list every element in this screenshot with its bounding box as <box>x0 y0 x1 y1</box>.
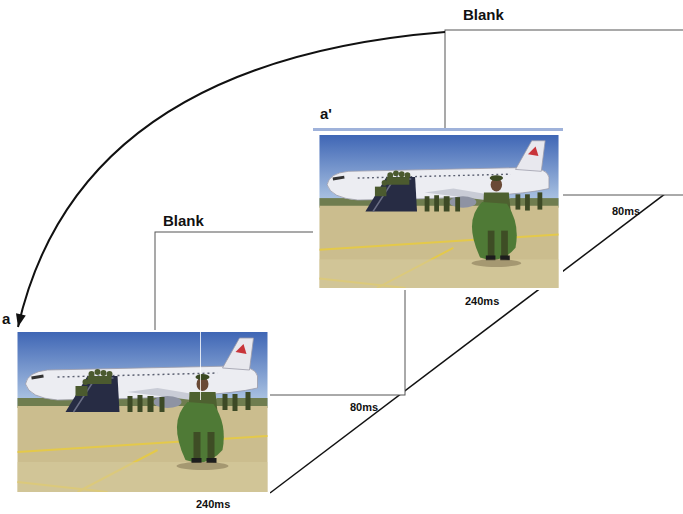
duration-label: 80ms <box>612 206 640 217</box>
loop-line <box>18 32 445 327</box>
frame-label: Blank <box>463 7 504 22</box>
duration-label: 80ms <box>350 402 378 413</box>
scene-photo <box>15 330 270 493</box>
duration-label: 240ms <box>196 499 230 510</box>
blank-frame: Blank80ms <box>445 30 683 195</box>
frame-label: a' <box>320 106 332 121</box>
scene-frame: a'240ms <box>313 128 563 290</box>
scene-frame: a240ms <box>15 330 270 493</box>
duration-label: 240ms <box>465 296 499 307</box>
loop-arrow <box>16 32 445 327</box>
blank-frame: Blank80ms <box>155 232 405 395</box>
scene-photo <box>313 128 563 290</box>
frame-label: a <box>2 311 10 326</box>
arrow-head <box>16 313 26 327</box>
frame-label: Blank <box>163 213 204 228</box>
